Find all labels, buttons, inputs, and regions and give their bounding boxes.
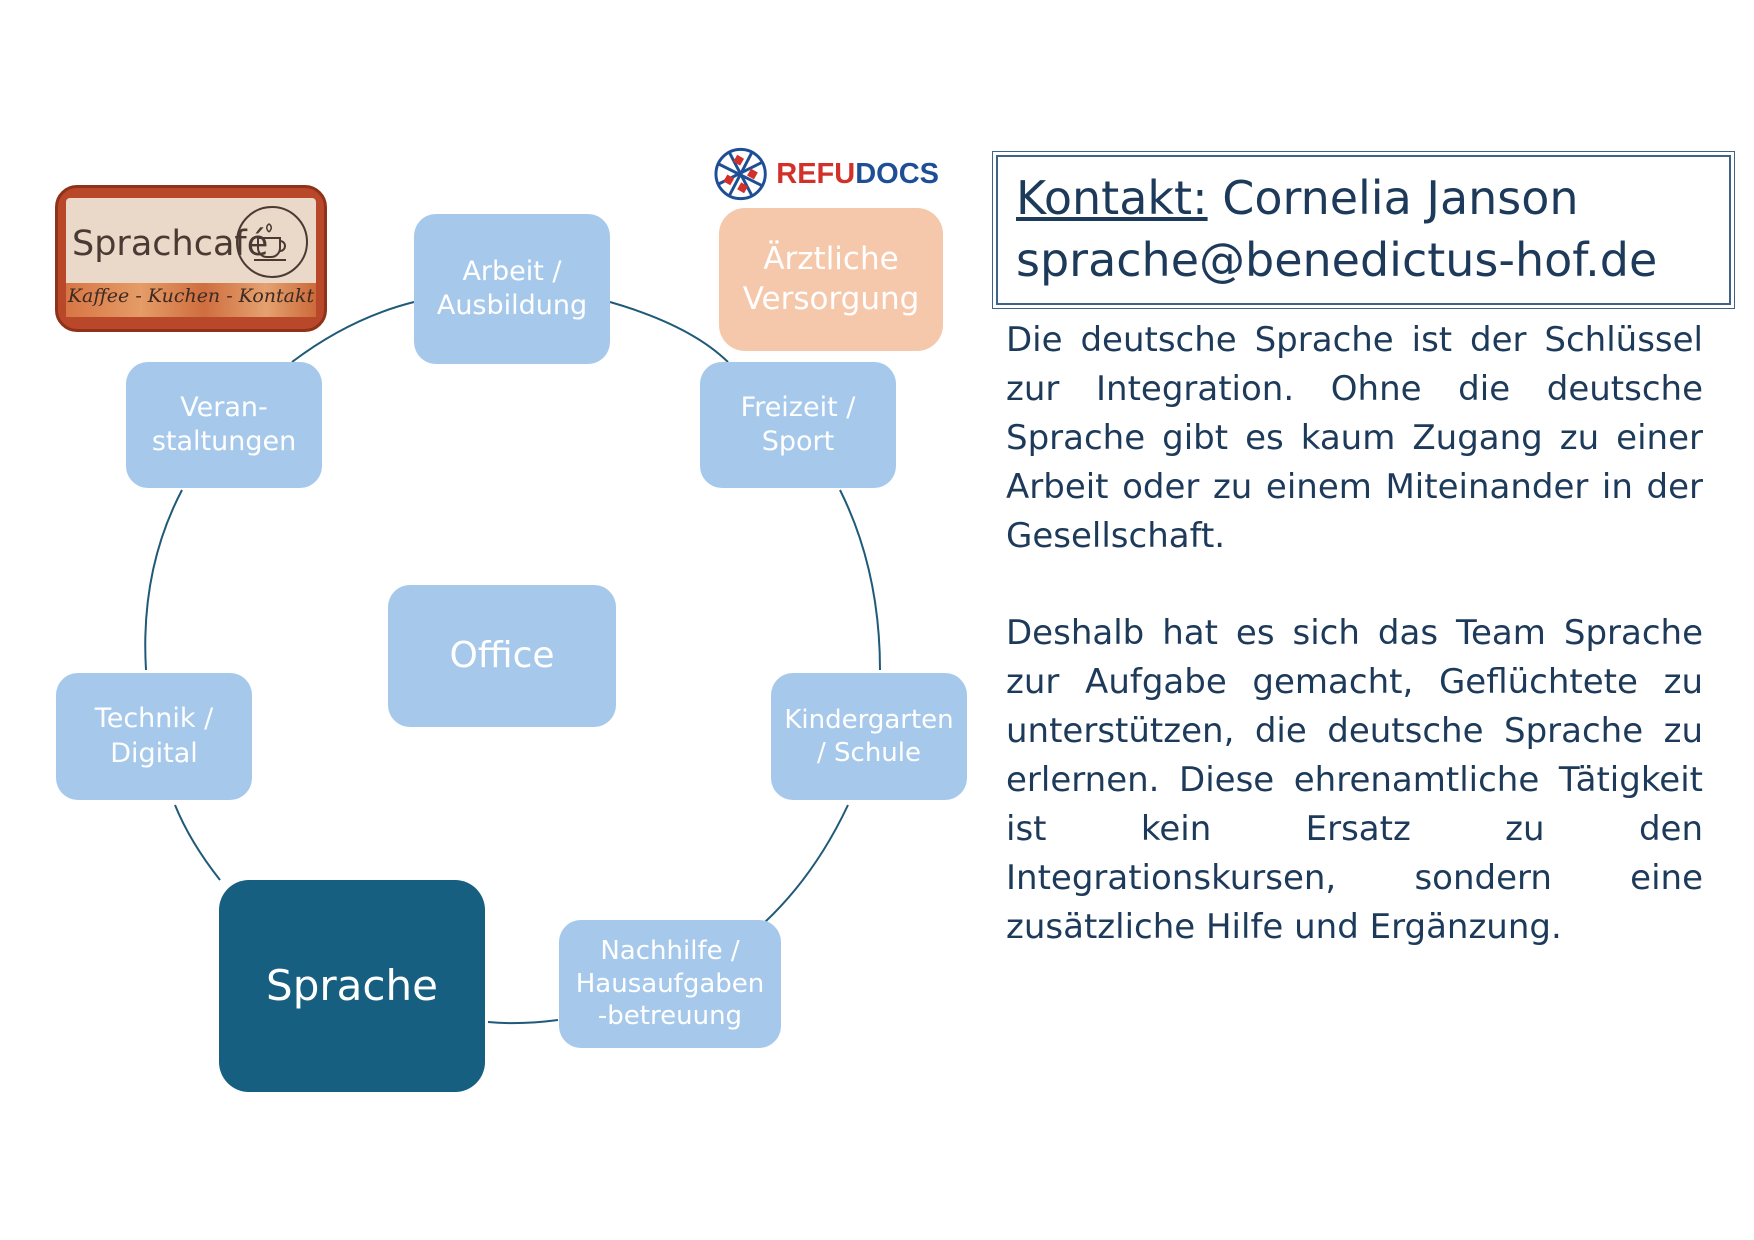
coffee-cup-icon bbox=[236, 206, 308, 278]
connector-kindergarten-nachhilfe bbox=[764, 804, 849, 923]
node-nachhilfe-hausaufgabenbetreuung: Nachhilfe / Hausaufgaben -betreuung bbox=[559, 920, 781, 1048]
node-office: Office bbox=[388, 585, 616, 727]
contact-name: Cornelia Janson bbox=[1222, 171, 1579, 225]
connector-veranstaltungen-arbeit bbox=[291, 301, 415, 363]
node-arbeit-ausbildung: Arbeit / Ausbildung bbox=[414, 214, 610, 364]
contact-email[interactable]: sprache@benedictus-hof.de bbox=[1016, 233, 1658, 287]
node-kindergarten-schule: Kindergarten / Schule bbox=[771, 673, 967, 800]
node-aerztliche-versorgung: Ärztliche Versorgung bbox=[719, 208, 943, 351]
connector-sprache-technik bbox=[174, 804, 221, 881]
sprachcafe-subtitle: Kaffee - Kuchen - Kontakt bbox=[67, 285, 315, 307]
globe-icon bbox=[714, 147, 767, 201]
sprachcafe-logo: Sprachcafé Kaffee - Kuchen - Kontakt bbox=[55, 185, 327, 332]
contact-label: Kontakt: bbox=[1016, 171, 1208, 225]
contact-box: Kontakt: Cornelia Janson sprache@benedic… bbox=[992, 151, 1735, 309]
node-sprache: Sprache bbox=[219, 880, 485, 1092]
connector-nachhilfe-sprache bbox=[487, 1019, 559, 1025]
paragraph-2: Deshalb hat es sich das Team Sprache zur… bbox=[1006, 613, 1703, 947]
node-veranstaltungen: Veran- staltungen bbox=[126, 362, 322, 488]
refudocs-wordmark: REFUDOCS bbox=[776, 157, 939, 190]
node-technik-digital: Technik / Digital bbox=[56, 673, 252, 800]
refudocs-logo: REFUDOCS bbox=[713, 138, 939, 210]
connector-freizeit-kindergarten bbox=[839, 489, 881, 671]
description-text: Die deutsche Sprache ist der Schlüssel z… bbox=[1006, 316, 1703, 1000]
node-freizeit-sport: Freizeit / Sport bbox=[700, 362, 896, 488]
sprachcafe-title: Sprachcafé bbox=[72, 224, 269, 264]
paragraph-1: Die deutsche Sprache ist der Schlüssel z… bbox=[1006, 320, 1703, 556]
connector-technik-veranstaltungen bbox=[144, 489, 183, 671]
connector-arbeit-freizeit bbox=[609, 301, 729, 363]
